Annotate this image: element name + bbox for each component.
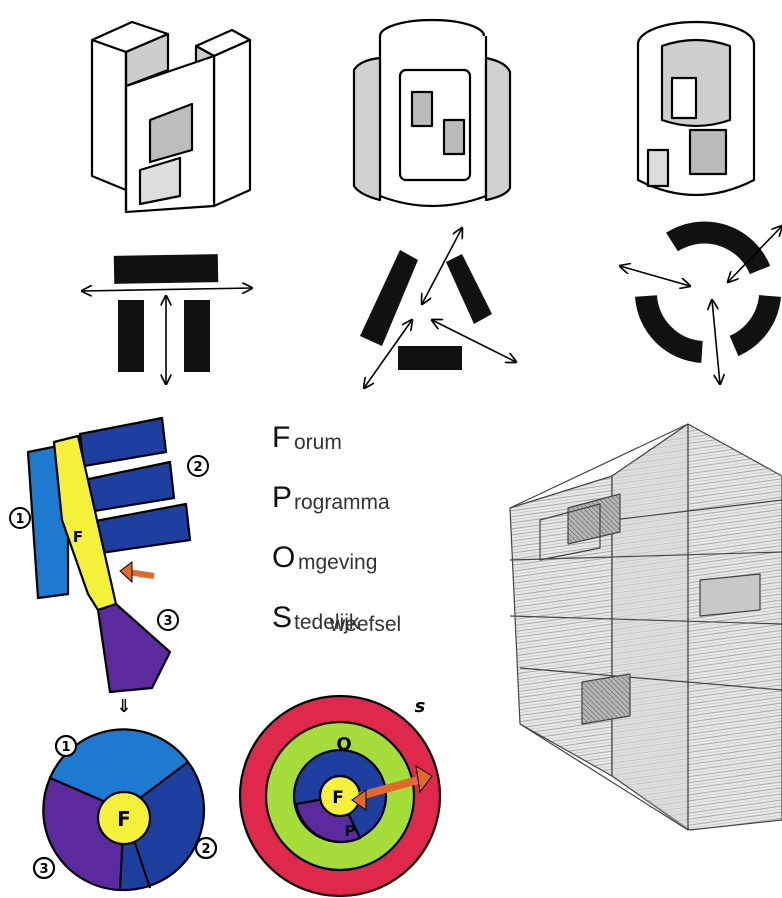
legend-row-programma: P rogramma — [272, 480, 472, 540]
programme-plan-sketch — [28, 418, 190, 692]
block-model-round — [354, 20, 510, 206]
label-3: 3 — [163, 614, 172, 629]
plan-diagram-triangle — [360, 228, 516, 388]
circle-label-2: 2 — [201, 842, 210, 857]
fpos-rings: F O P s — [240, 696, 440, 896]
label-1: 1 — [15, 512, 24, 527]
ring-label-s: s — [415, 696, 426, 717]
block-model-cylinder — [638, 22, 754, 195]
legend-word-weefsel: weefsel — [330, 613, 401, 637]
ring-label-o: O — [336, 734, 351, 755]
plan-diagram-square — [82, 254, 252, 384]
rings-forum-letter: F — [332, 788, 344, 808]
ring-label-p: P — [345, 822, 356, 840]
plan-diagram-circle — [620, 226, 782, 384]
fpos-legend: F orum P rogramma O mgeving S tedelijk w… — [272, 420, 472, 660]
legend-initial-s: S — [272, 600, 292, 636]
circle-forum-letter: F — [117, 807, 131, 831]
programme-circle: F 1 2 3 — [34, 729, 216, 890]
legend-row-omgeving: O mgeving — [272, 540, 472, 600]
legend-initial-o: O — [272, 540, 295, 576]
legend-word-omgeving: mgeving — [298, 550, 377, 576]
circle-label-3: 3 — [39, 862, 48, 877]
label-2: 2 — [193, 460, 202, 475]
perspective-building-sketch — [510, 424, 782, 830]
legend-row-forum: F orum — [272, 420, 472, 480]
block-model-square — [92, 22, 250, 212]
forum-letter: F — [73, 528, 83, 546]
down-arrow-glyph: ⇓ — [116, 696, 131, 717]
legend-initial-f: F — [272, 420, 290, 456]
legend-word-programma: rogramma — [294, 490, 390, 516]
circle-label-1: 1 — [61, 740, 70, 755]
legend-initial-p: P — [272, 480, 292, 516]
legend-word-forum: orum — [294, 430, 342, 456]
